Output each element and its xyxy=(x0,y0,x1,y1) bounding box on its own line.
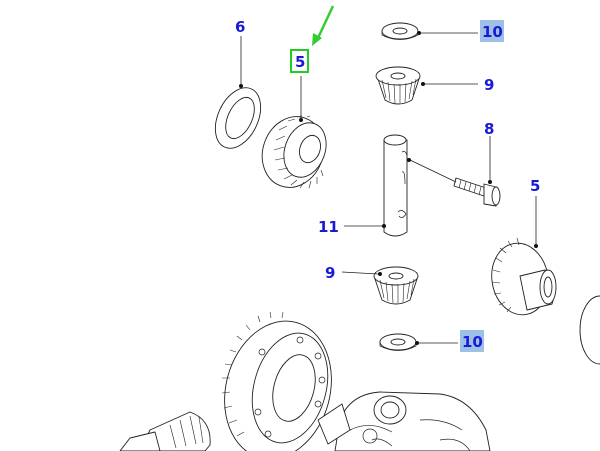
part-10-washer-lower[interactable] xyxy=(379,333,417,351)
part-9-pinion-gear-upper[interactable] xyxy=(375,66,421,105)
callout-6[interactable]: 6 xyxy=(235,18,245,36)
differential-case[interactable] xyxy=(317,391,491,451)
partial-gear-right[interactable] xyxy=(579,295,600,365)
part-11-cross-shaft[interactable] xyxy=(383,134,408,237)
selection-box xyxy=(290,49,309,73)
highlight-10-upper xyxy=(480,20,504,42)
callout-10-upper[interactable]: 10 xyxy=(482,23,503,41)
part-6-thrust-washer[interactable] xyxy=(206,81,269,156)
part-5-side-gear-upper[interactable] xyxy=(252,108,333,196)
callout-5-upper[interactable]: 5 xyxy=(295,53,305,71)
leader-lines xyxy=(239,31,538,345)
callout-11[interactable]: 11 xyxy=(318,218,339,236)
drive-pinion[interactable] xyxy=(119,411,211,451)
callout-9-lower[interactable]: 9 xyxy=(325,264,335,282)
green-arrow-icon xyxy=(312,5,335,46)
callout-10-lower[interactable]: 10 xyxy=(462,333,483,351)
part-5-side-gear-lower[interactable] xyxy=(486,237,557,319)
callout-9-upper[interactable]: 9 xyxy=(484,76,494,94)
callout-5-lower[interactable]: 5 xyxy=(530,177,540,195)
part-10-washer-upper[interactable] xyxy=(381,22,419,40)
ring-gear[interactable] xyxy=(210,309,347,451)
highlight-10-lower xyxy=(460,330,484,352)
callout-8[interactable]: 8 xyxy=(484,120,494,138)
part-9-pinion-gear-lower[interactable] xyxy=(373,266,419,305)
part-8-lock-bolt[interactable] xyxy=(453,177,501,207)
